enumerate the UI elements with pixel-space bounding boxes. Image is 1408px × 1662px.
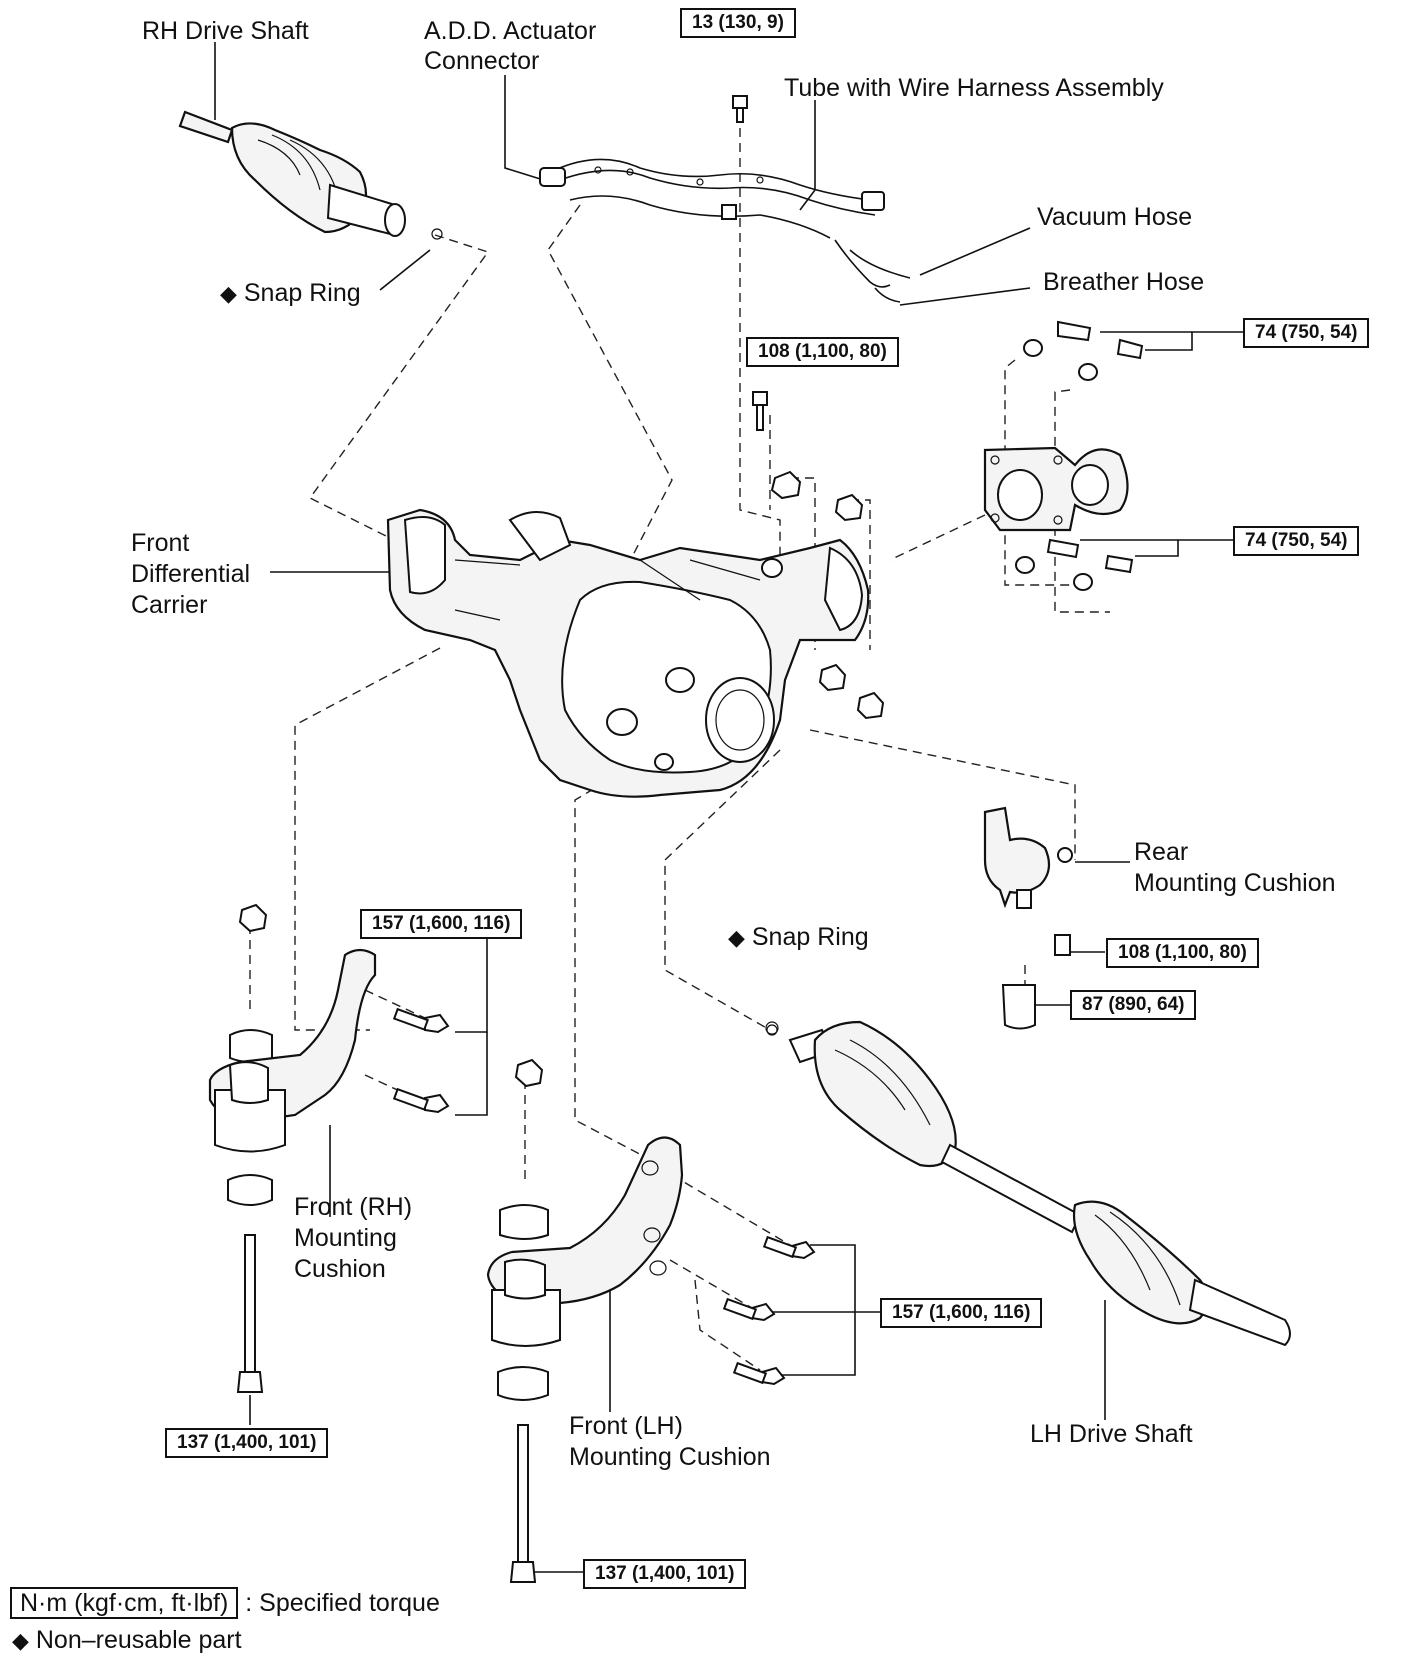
torque-87: 87 (890, 64) — [1070, 990, 1197, 1020]
label-lh-drive-shaft: LH Drive Shaft — [1030, 1420, 1193, 1448]
bolt-108-top — [752, 391, 768, 431]
add-actuator-housing — [983, 446, 1129, 532]
label-add-actuator-connector-line2: Connector — [424, 47, 540, 75]
snap-ring-top-text: Snap Ring — [243, 279, 361, 307]
label-front-diff-line1: Front — [131, 529, 190, 557]
rh-drive-shaft — [178, 110, 443, 240]
nonreusable-diamond-icon: ◆ — [12, 1628, 29, 1653]
label-front-lh-line2: Mounting Cushion — [569, 1443, 771, 1471]
label-rh-drive-shaft: RH Drive Shaft — [142, 17, 309, 45]
label-vacuum-hose: Vacuum Hose — [1037, 203, 1193, 231]
legend-unit-box: N·m (kgf·cm, ft·lbf) — [10, 1587, 239, 1619]
legend-unit-desc: : Specified torque — [245, 1589, 440, 1617]
label-front-diff-line3: Carrier — [131, 591, 208, 619]
label-front-lh-line1: Front (LH) — [569, 1412, 683, 1440]
carrier-nuts — [770, 470, 885, 720]
torque-74-bottom: 74 (750, 54) — [1233, 526, 1360, 556]
nonreusable-diamond-icon: ◆ — [728, 925, 745, 950]
rear-mounting-cushion — [983, 806, 1073, 1030]
label-front-rh-line1: Front (RH) — [294, 1193, 413, 1221]
label-front-diff-line2: Differential — [131, 560, 251, 588]
snap-ring-bottom-text: Snap Ring — [751, 923, 869, 951]
label-add-actuator-connector-line1: A.D.D. Actuator — [424, 17, 597, 45]
label-snap-ring-bottom: ◆ Snap Ring — [728, 922, 869, 953]
torque-157-lh: 157 (1,600, 116) — [880, 1298, 1043, 1328]
leader-lines — [214, 42, 1245, 1573]
legend-torque-unit: N·m (kgf·cm, ft·lbf) : Specified torque — [10, 1587, 440, 1619]
label-rear-mount-line1: Rear — [1134, 838, 1189, 866]
snap-ring-lh — [765, 1021, 779, 1035]
lh-drive-shaft — [766, 1020, 1291, 1347]
nonreusable-diamond-icon: ◆ — [220, 281, 237, 306]
wire-harness-assembly — [539, 158, 911, 303]
front-differential-carrier — [386, 508, 870, 798]
label-breather-hose: Breather Hose — [1043, 268, 1205, 296]
label-front-rh-line3: Cushion — [294, 1255, 386, 1283]
torque-108-top: 108 (1,100, 80) — [746, 337, 899, 367]
label-tube-wire-harness: Tube with Wire Harness Assembly — [784, 74, 1164, 102]
torque-137-lh: 137 (1,400, 101) — [583, 1559, 747, 1589]
torque-13: 13 (130, 9) — [680, 8, 796, 38]
torque-157-rh: 157 (1,600, 116) — [360, 909, 523, 939]
washers-bolts-74 — [1015, 320, 1144, 591]
label-front-rh-line2: Mounting — [294, 1224, 397, 1252]
torque-74-top: 74 (750, 54) — [1243, 318, 1370, 348]
torque-137-rh: 137 (1,400, 101) — [165, 1428, 329, 1458]
bolt-13 — [732, 95, 748, 123]
front-lh-mounting-cushion — [486, 1058, 816, 1583]
label-snap-ring-top: ◆ Snap Ring — [220, 278, 361, 309]
label-rear-mount-line2: Mounting Cushion — [1134, 869, 1336, 897]
torque-108-rear: 108 (1,100, 80) — [1106, 938, 1259, 968]
legend-nonreusable: ◆ Non–reusable part — [12, 1625, 242, 1656]
legend-nonreusable-text: Non–reusable part — [35, 1626, 242, 1654]
front-rh-mounting-cushion — [208, 903, 450, 1393]
